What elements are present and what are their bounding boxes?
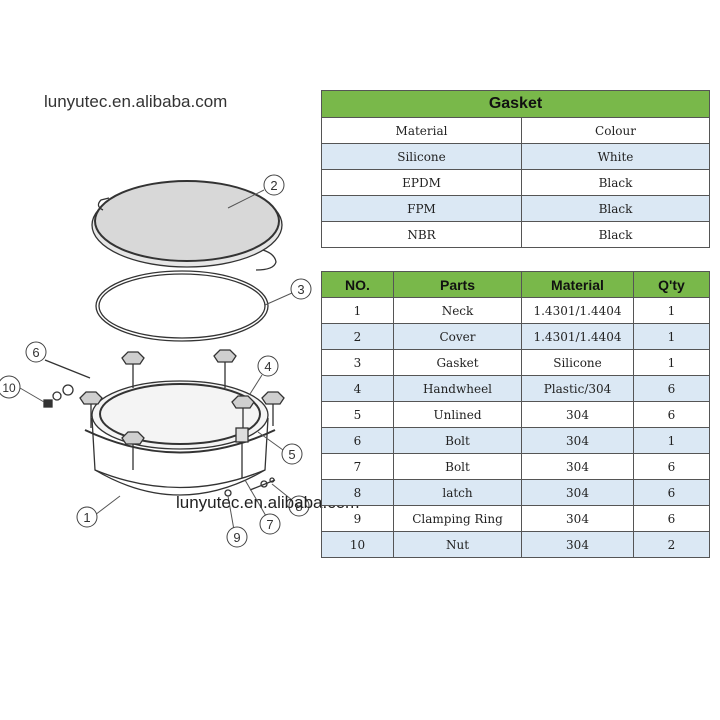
table-cell: Unlined — [393, 401, 522, 428]
table-cell: 10 — [321, 531, 394, 558]
cover-part — [91, 180, 283, 271]
table-cell: Black — [521, 169, 710, 196]
table-cell: 304 — [521, 505, 634, 532]
table-cell: 1.4301/1.4404 — [521, 297, 634, 324]
table-cell: 1 — [321, 297, 394, 324]
table-row: NBR Black — [321, 221, 710, 248]
gasket-table-title: Gasket — [321, 90, 710, 118]
table-cell: 304 — [521, 401, 634, 428]
svg-text:10: 10 — [2, 381, 16, 395]
header-parts: Parts — [393, 271, 522, 298]
table-row: EPDM Black — [321, 169, 710, 196]
svg-text:7: 7 — [266, 517, 273, 532]
table-cell: 6 — [633, 375, 710, 402]
table-cell: 304 — [521, 453, 634, 480]
gasket-table: Gasket Material Colour Silicone White EP… — [321, 90, 710, 248]
table-cell: Clamping Ring — [393, 505, 522, 532]
table-cell: 1 — [633, 297, 710, 324]
table-cell: Plastic/304 — [521, 375, 634, 402]
table-cell: 8 — [321, 479, 394, 506]
header-no: NO. — [321, 271, 394, 298]
table-cell: 6 — [633, 505, 710, 532]
callout-7: 7 — [259, 513, 281, 535]
table-cell: 1 — [633, 427, 710, 454]
svg-text:5: 5 — [288, 447, 295, 462]
header-qty: Q'ty — [633, 271, 710, 298]
parts-header-row: NO. Parts Material Q'ty — [321, 271, 710, 298]
callout-2: 2 — [263, 174, 285, 196]
callout-3: 3 — [290, 278, 312, 300]
table-cell: Neck — [393, 297, 522, 324]
watermark-middle: lunyutec.en.alibaba.com — [176, 493, 360, 512]
svg-text:8: 8 — [295, 499, 302, 514]
table-cell: 1.4301/1.4404 — [521, 323, 634, 350]
callout-9: 9 — [226, 526, 248, 548]
table-cell: 304 — [521, 427, 634, 454]
gasket-header-cell: Material — [321, 117, 522, 144]
table-cell: Silicone — [321, 143, 522, 170]
watermark-top: lunyutec.en.alibaba.com — [44, 92, 228, 111]
table-cell: 304 — [521, 531, 634, 558]
table-cell: 2 — [633, 531, 710, 558]
table-cell: 1 — [633, 323, 710, 350]
callout-5: 5 — [281, 443, 303, 465]
table-cell: NBR — [321, 221, 522, 248]
svg-text:6: 6 — [32, 345, 39, 360]
table-cell: 9 — [321, 505, 394, 532]
table-cell: Bolt — [393, 453, 522, 480]
gasket-header-cell: Colour — [521, 117, 710, 144]
table-cell: latch — [393, 479, 522, 506]
svg-text:3: 3 — [297, 282, 304, 297]
table-cell: Black — [521, 195, 710, 222]
svg-text:2: 2 — [270, 178, 277, 193]
table-cell: 5 — [321, 401, 394, 428]
table-cell: Silicone — [521, 349, 634, 376]
table-cell: Gasket — [393, 349, 522, 376]
table-cell: 3 — [321, 349, 394, 376]
table-cell: Bolt — [393, 427, 522, 454]
table-cell: Handwheel — [393, 375, 522, 402]
header-material: Material — [521, 271, 634, 298]
table-row: Silicone White — [321, 143, 710, 170]
table-cell: 6 — [633, 479, 710, 506]
gasket-ring — [95, 270, 269, 342]
table-cell: FPM — [321, 195, 522, 222]
table-cell: 6 — [321, 427, 394, 454]
table-cell: 1 — [633, 349, 710, 376]
handwheel-group — [79, 349, 285, 470]
table-cell: EPDM — [321, 169, 522, 196]
table-cell: 6 — [633, 453, 710, 480]
callout-8: 8 — [288, 495, 310, 517]
callout-10: 10 — [0, 375, 21, 399]
table-cell: 304 — [521, 479, 634, 506]
svg-text:4: 4 — [264, 359, 271, 374]
table-cell: Cover — [393, 323, 522, 350]
callout-4: 4 — [257, 355, 279, 377]
svg-text:1: 1 — [83, 510, 90, 525]
table-cell: White — [521, 143, 710, 170]
svg-text:9: 9 — [233, 530, 240, 545]
table-row: FPM Black — [321, 195, 710, 222]
callout-1: 1 — [76, 506, 98, 528]
gasket-header-row: Material Colour — [321, 117, 710, 144]
table-cell: 4 — [321, 375, 394, 402]
table-cell: 6 — [633, 401, 710, 428]
table-cell: 7 — [321, 453, 394, 480]
callout-6: 6 — [25, 341, 47, 363]
exploded-view-diagram: 2 3 4 5 6 7 8 9 10 1 — [0, 174, 312, 548]
table-cell: Nut — [393, 531, 522, 558]
table-cell: 2 — [321, 323, 394, 350]
table-cell: Black — [521, 221, 710, 248]
